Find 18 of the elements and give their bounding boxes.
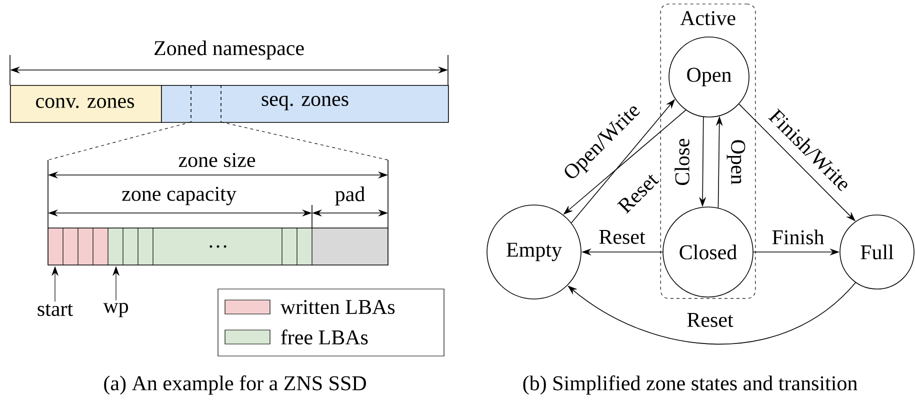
dimension-label: zone capacity (122, 186, 236, 206)
edge-label: Open (726, 140, 746, 184)
caption: (b) Simplified zone states and transition (523, 375, 858, 395)
seq-zones-box: seq. zones (161, 84, 449, 123)
pointer-label: wp (103, 302, 128, 318)
dimension-label: Zoned namespace (154, 40, 304, 60)
legend-label: written LBAs (280, 300, 395, 314)
legend-label: free LBAs (281, 330, 368, 344)
pointer-label: start (38, 304, 73, 316)
edge-label: Reset (687, 313, 734, 327)
caption: (a) An example for a ZNS SSD (104, 375, 366, 395)
edge-label: Close (674, 138, 690, 186)
conv-zones-box: conv. zones (10, 85, 162, 123)
edge-label: Reset (599, 230, 646, 244)
dimension-label: pad (335, 186, 365, 206)
zone-strip: … (48, 228, 388, 266)
dimension-label: zone size (178, 152, 256, 168)
edge-label: Finish (772, 230, 824, 244)
